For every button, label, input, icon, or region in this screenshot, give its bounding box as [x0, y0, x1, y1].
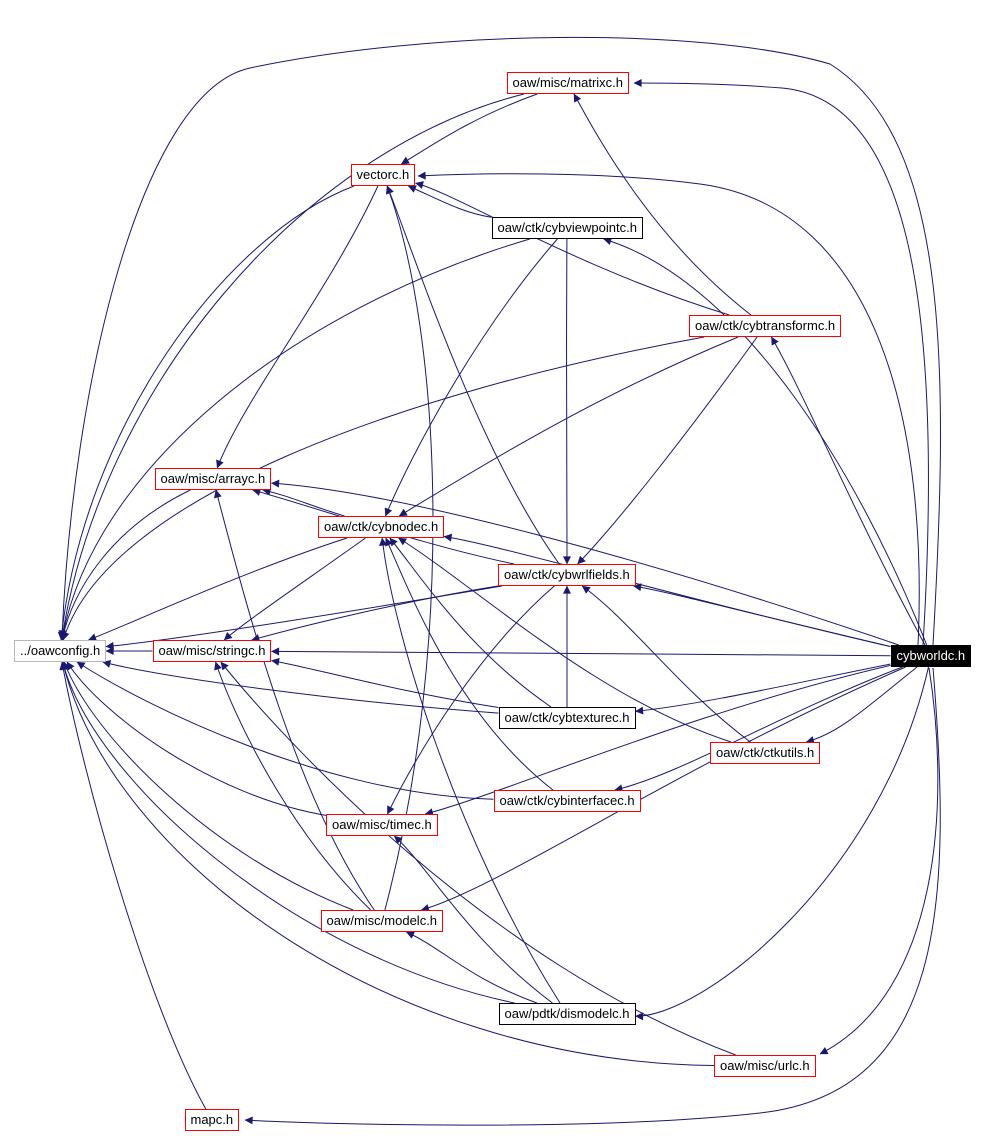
node-cybworldc[interactable]: cybworldc.h [890, 645, 972, 667]
node-cybtexturec[interactable]: oaw/ctk/cybtexturec.h [498, 707, 636, 729]
node-cybtransformc[interactable]: oaw/ctk/cybtransformc.h [689, 315, 842, 337]
node-cybinterfacec[interactable]: oaw/ctk/cybinterfacec.h [493, 790, 641, 812]
edge-cybworldc->cybwrlfields [633, 583, 891, 647]
edge-cybtransformc->cybnodec [398, 336, 739, 517]
edge-cybtexturec->stringc [271, 657, 499, 708]
edge-modelc->vectorc [384, 185, 434, 911]
edge-cybworldc->modelc [420, 666, 906, 912]
edge-cybtransformc->matrixc [573, 93, 752, 316]
edge-cybtransformc->vectorc [415, 181, 730, 316]
edge-vectorc->oawconfig [57, 185, 355, 641]
node-cybviewpointc[interactable]: oaw/ctk/cybviewpointc.h [491, 217, 643, 239]
edge-cybtransformc->cybwrlfields [577, 336, 758, 565]
edge-cybwrlfields->oawconfig [105, 585, 502, 650]
edge-cybworldc->oawconfig [58, 36, 941, 646]
edge-timec->oawconfig [66, 661, 327, 816]
node-cybwrlfields[interactable]: oaw/ctk/cybwrlfields.h [498, 564, 636, 586]
edge-cybviewpointc->cybnodec [384, 238, 558, 517]
edge-mapc->oawconfig [59, 661, 207, 1110]
edge-vectorc->arrayc [216, 185, 379, 469]
edge-cybviewpointc->oawconfig [59, 238, 530, 641]
node-matrixc[interactable]: oaw/misc/matrixc.h [506, 72, 630, 94]
edge-arrayc->oawconfig [59, 489, 191, 641]
edge-cybnodec->stringc [223, 537, 366, 641]
node-timec[interactable]: oaw/misc/timec.h [326, 814, 438, 836]
edge-cybnodec->oawconfig [88, 537, 348, 641]
node-modelc[interactable]: oaw/misc/modelc.h [320, 910, 444, 932]
node-arrayc[interactable]: oaw/misc/arrayc.h [154, 468, 272, 490]
edge-cybworldc->cybtransformc [770, 336, 926, 646]
edge-cybworldc->cybviewpointc [603, 237, 928, 646]
node-mapc[interactable]: mapc.h [184, 1109, 240, 1131]
node-ctkutils[interactable]: oaw/ctk/ctkutils.h [710, 742, 821, 764]
edge-cybviewpointc->vectorc [407, 185, 492, 218]
edge-cybworldc->mapc [244, 667, 941, 1126]
edge-cybtexturec->oawconfig [102, 660, 499, 714]
edge-cybworldc->vectorc [417, 171, 920, 646]
edge-dismodelc->modelc [406, 931, 537, 1004]
edge-modelc->arrayc [213, 489, 375, 911]
edge-modelc->stringc [214, 661, 371, 911]
edge-cybnodec->arrayc [262, 487, 345, 517]
edge-matrixc->vectorc [400, 93, 538, 165]
node-cybnodec[interactable]: oaw/ctk/cybnodec.h [318, 516, 445, 538]
edge-modelc->oawconfig [63, 661, 354, 911]
node-oawconfig[interactable]: ../oawconfig.h [14, 640, 107, 662]
edge-cybwrlfields->vectorc [386, 185, 560, 565]
edge-matrixc->oawconfig [58, 93, 525, 641]
node-vectorc[interactable]: vectorc.h [350, 164, 416, 186]
edge-cybworldc->dismodelc [635, 666, 929, 1021]
edge-cybworldc->cybtexturec [635, 663, 891, 715]
edge-cybwrlfields->timec [386, 585, 555, 815]
edge-urlc->stringc [220, 661, 736, 1056]
edge-cybworldc->cybinterfacec [614, 666, 903, 793]
edge-dismodelc->oawconfig [60, 661, 515, 1004]
edge-cybwrlfields->stringc [251, 585, 499, 642]
node-stringc[interactable]: oaw/misc/stringc.h [152, 640, 272, 662]
edge-cybworldc->cybnodec [443, 533, 891, 648]
edge-cybworldc->urlc [819, 667, 939, 1055]
edge-cybworldc->stringc [271, 647, 891, 657]
node-urlc[interactable]: oaw/misc/urlc.h [714, 1055, 816, 1077]
edge-cybworldc->ctkutils [805, 666, 918, 744]
node-dismodelc[interactable]: oaw/pdtk/dismodelc.h [498, 1003, 636, 1025]
edge-cybworldc->matrixc [633, 79, 930, 646]
edge-dismodelc->cybnodec [379, 537, 561, 1004]
edge-cybinterfacec->oawconfig [76, 661, 494, 800]
